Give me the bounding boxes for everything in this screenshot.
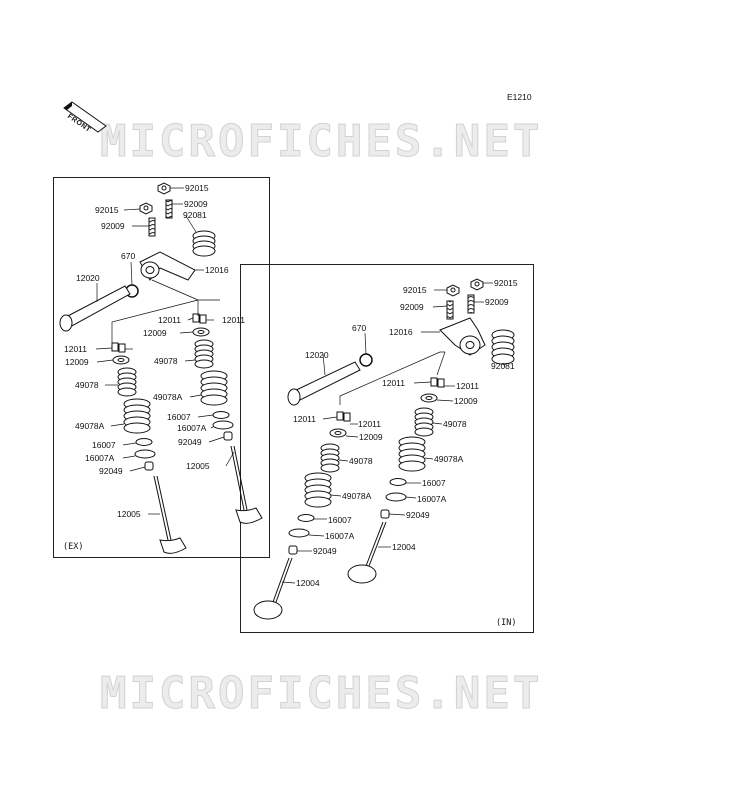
in-label-92009-left: 92009 xyxy=(400,302,424,312)
in-label-92049-b: 92049 xyxy=(313,546,337,556)
exhaust-panel xyxy=(53,177,270,558)
ex-nut-top xyxy=(157,182,171,195)
in-label-12011-c: 12011 xyxy=(293,414,317,424)
in-label-92009-right: 92009 xyxy=(485,297,509,307)
intake-panel xyxy=(240,264,534,633)
in-label-92015-left: 92015 xyxy=(403,285,427,295)
figure-code: E1210 xyxy=(507,92,532,102)
ex-label-12011-c: 12011 xyxy=(64,344,88,354)
ex-label-12011-a: 12011 xyxy=(158,315,182,325)
in-label-12020: 12020 xyxy=(305,350,329,360)
ex-label-16007A-b: 16007A xyxy=(85,453,115,463)
ex-label-12005-a: 12005 xyxy=(186,461,210,471)
ex-valve-right xyxy=(230,445,263,524)
watermark-bottom: MICROFICHES.NET xyxy=(99,668,543,720)
ex-label-16007A-a: 16007A xyxy=(177,423,207,433)
in-label-16007A-a: 16007A xyxy=(417,494,447,504)
ex-label-92009-right: 92009 xyxy=(184,199,208,209)
in-label-12016: 12016 xyxy=(389,327,413,337)
ex-label-49078-b: 49078 xyxy=(75,380,99,390)
in-label-12004-a: 12004 xyxy=(392,542,416,552)
in-label-16007-b: 16007 xyxy=(328,515,352,525)
in-label-49078A-b: 49078A xyxy=(342,491,372,501)
ex-label-670: 670 xyxy=(121,251,136,261)
in-label-49078-a: 49078 xyxy=(443,419,467,429)
front-arrow-icon: FRONT xyxy=(62,100,108,140)
ex-rocker-spring xyxy=(192,230,216,257)
ex-label-92049-a: 92049 xyxy=(178,437,202,447)
in-label-12009-b: 12009 xyxy=(359,432,383,442)
ex-label-12011-b: 12011 xyxy=(222,315,246,325)
ex-label-92081: 92081 xyxy=(183,210,207,220)
ex-label-49078A-b: 49078A xyxy=(75,421,105,431)
ex-label-49078-a: 49078 xyxy=(154,356,178,366)
in-label-12011-b: 12011 xyxy=(456,381,480,391)
ex-label-12020: 12020 xyxy=(76,273,100,283)
ex-label-16007-b: 16007 xyxy=(92,440,116,450)
in-label-12009-a: 12009 xyxy=(454,396,478,406)
in-label-49078A-a: 49078A xyxy=(434,454,464,464)
ex-label-16007-a: 16007 xyxy=(167,412,191,422)
in-label-12004-b: 12004 xyxy=(296,578,320,588)
in-label-670: 670 xyxy=(352,323,367,333)
ex-label-92009-left: 92009 xyxy=(101,221,125,231)
ex-label-92049-b: 92049 xyxy=(99,466,123,476)
in-label-92015-right: 92015 xyxy=(494,278,518,288)
ex-label-12016: 12016 xyxy=(205,265,229,275)
in-label-12011-d: 12011 xyxy=(358,419,382,429)
in-label-49078-b: 49078 xyxy=(349,456,373,466)
ex-label-92015-left: 92015 xyxy=(95,205,119,215)
ex-label-12009-b: 12009 xyxy=(65,357,89,367)
in-label-16007-a: 16007 xyxy=(422,478,446,488)
ex-label-49078A-a: 49078A xyxy=(153,392,183,402)
ex-nut-left xyxy=(139,202,153,215)
in-label-16007A-b: 16007A xyxy=(325,531,355,541)
ex-rocker-arm xyxy=(139,251,196,281)
ex-valve-left xyxy=(153,475,187,554)
ex-rocker-shaft xyxy=(59,285,131,332)
watermark-top: MICROFICHES.NET xyxy=(99,116,543,168)
ex-label-92015-top: 92015 xyxy=(185,183,209,193)
ex-label-12005-b: 12005 xyxy=(117,509,141,519)
intake-panel-label: (IN) xyxy=(496,618,517,628)
in-label-12011-a: 12011 xyxy=(382,378,406,388)
exhaust-panel-label: (EX) xyxy=(63,542,84,552)
in-label-92081: 92081 xyxy=(491,361,515,371)
in-label-92049-a: 92049 xyxy=(406,510,430,520)
ex-label-12009-a: 12009 xyxy=(143,328,167,338)
